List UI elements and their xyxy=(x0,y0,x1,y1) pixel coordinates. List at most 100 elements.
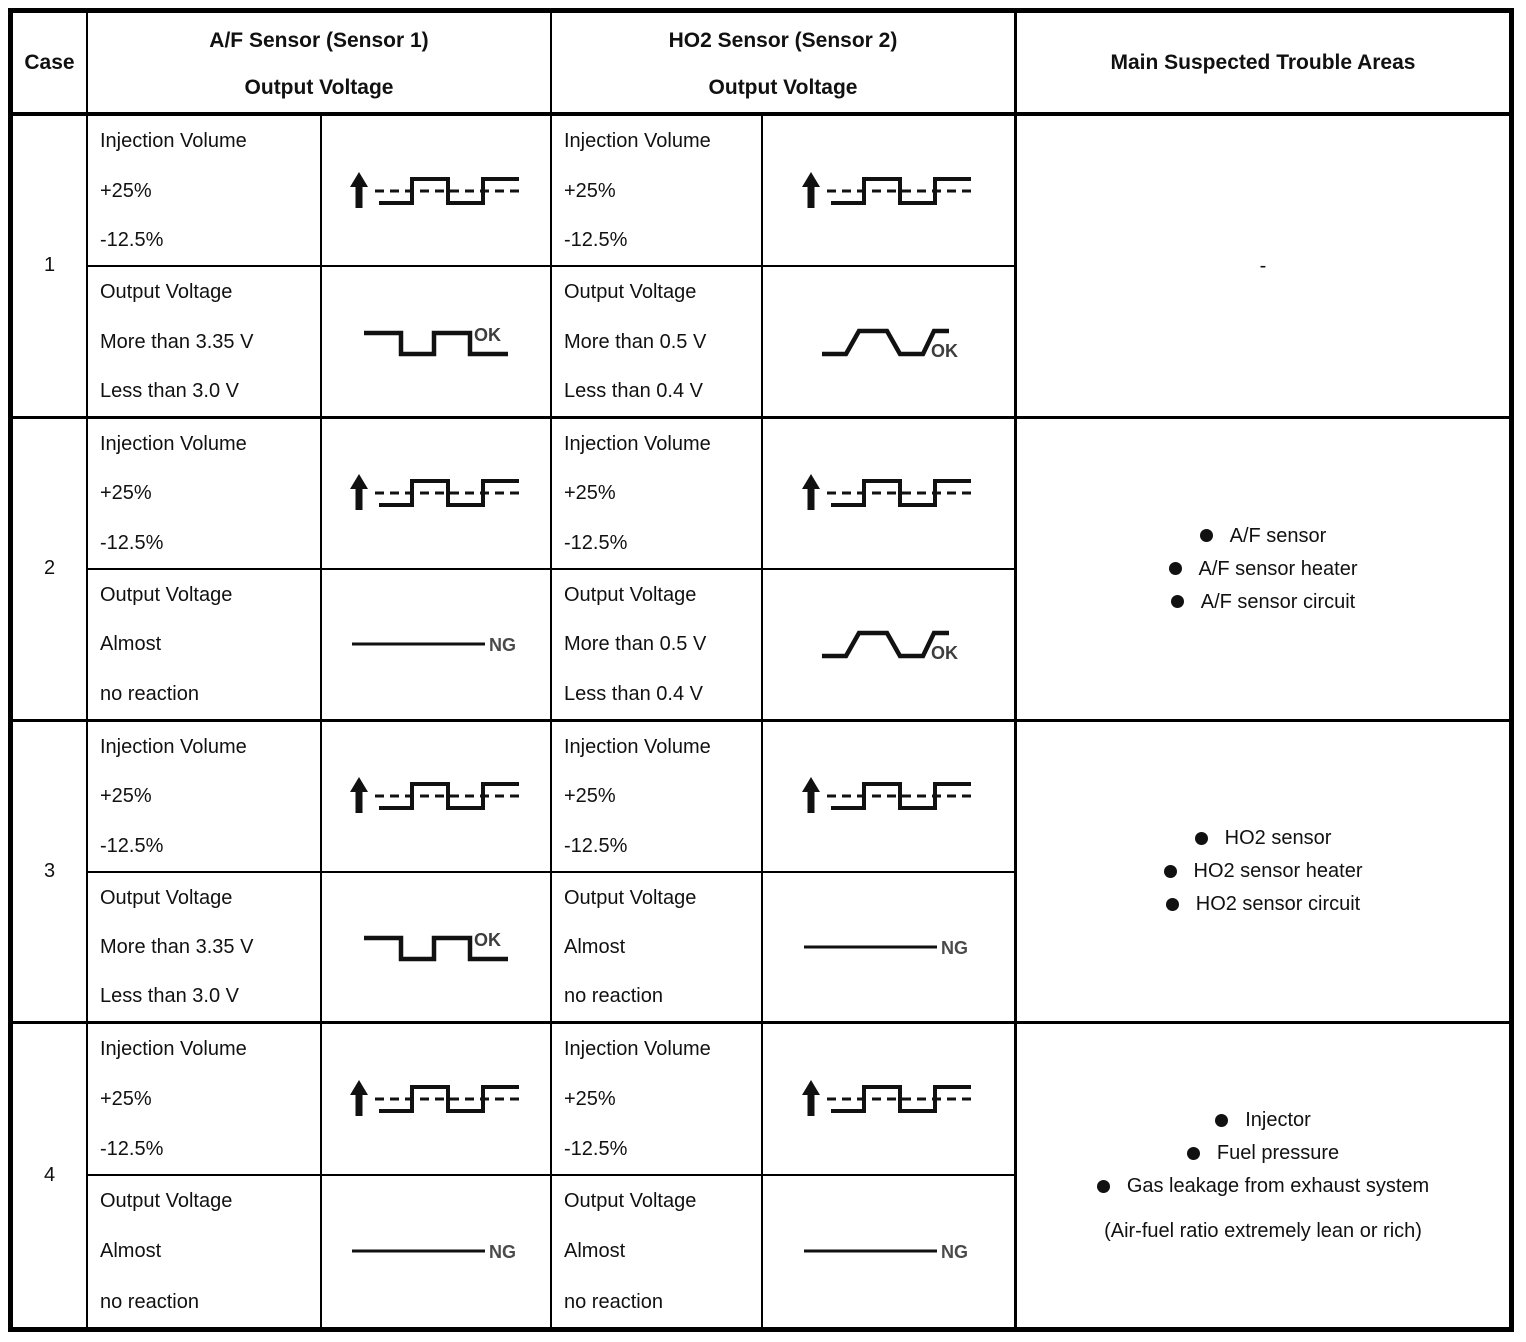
result-label: NG xyxy=(489,1242,516,1262)
result-label: NG xyxy=(941,1242,968,1262)
ho2-injection-volume-cell: Injection Volume +25% -12.5% xyxy=(552,418,763,571)
ho2-output-wave-cell: OK xyxy=(763,267,1017,419)
trouble-areas-cell: A/F sensor A/F sensor heater A/F sensor … xyxy=(1017,419,1509,722)
cell-line: -12.5% xyxy=(564,834,628,857)
result-label: NG xyxy=(941,938,968,958)
ok-square-wave-icon: OK xyxy=(364,930,508,962)
case-number: 1 xyxy=(13,116,88,419)
header-case: Case xyxy=(13,13,88,116)
ng-flat-line-icon: NG xyxy=(804,938,968,958)
bullet-icon xyxy=(1186,1146,1200,1160)
result-label: NG xyxy=(489,635,516,655)
trouble-item: Fuel pressure xyxy=(1186,1142,1340,1165)
bullet-icon xyxy=(1170,595,1184,609)
case-number: 4 xyxy=(13,1024,88,1327)
injection-volume-wave-icon xyxy=(349,474,521,511)
cell-line: -12.5% xyxy=(564,229,628,252)
trouble-item: HO2 sensor heater xyxy=(1163,860,1362,882)
cell-line: Injection Volume xyxy=(564,1038,711,1061)
trouble-item-label: HO2 sensor xyxy=(1224,827,1332,850)
up-arrow-icon xyxy=(802,171,820,208)
ok-trapezoid-wave-icon: OK xyxy=(821,328,958,361)
ho2-injection-wave-cell xyxy=(763,1024,1017,1176)
trouble-dash: - xyxy=(1259,254,1267,277)
trouble-item-label: HO2 sensor circuit xyxy=(1195,893,1361,916)
case-number: 3 xyxy=(13,721,88,1025)
ho2-injection-volume-cell: Injection Volume +25% -12.5% xyxy=(552,116,763,268)
trouble-areas-cell: Injector Fuel pressure Gas leakage from … xyxy=(1017,1024,1509,1327)
square-wave-line xyxy=(831,479,971,508)
ho2-output-voltage-cell: Output Voltage Almost no reaction xyxy=(552,872,763,1025)
ho2-injection-wave-cell xyxy=(763,116,1017,268)
cell-line: Less than 3.0 V xyxy=(100,985,239,1008)
header-af-title: A/F Sensor (Sensor 1) xyxy=(209,29,429,52)
square-wave-line xyxy=(364,330,508,356)
cell-line: Output Voltage xyxy=(564,1189,697,1212)
cell-line: Injection Volume xyxy=(100,1038,247,1061)
square-wave-line xyxy=(378,479,519,508)
bullet-icon xyxy=(1165,897,1179,911)
af-output-wave-cell: OK xyxy=(322,267,552,419)
up-arrow-icon xyxy=(349,171,368,208)
header-ho2-sensor: HO2 Sensor (Sensor 2) Output Voltage xyxy=(552,13,1017,116)
up-arrow-icon xyxy=(802,777,820,814)
ng-flat-line-icon: NG xyxy=(351,1242,516,1262)
up-arrow-icon xyxy=(802,474,820,511)
ho2-output-wave-cell: OK xyxy=(763,570,1017,722)
ng-flat-line-icon: NG xyxy=(804,1242,968,1262)
trouble-item: A/F sensor xyxy=(1199,524,1327,547)
trouble-areas-cell: - xyxy=(1017,116,1509,419)
square-wave-line xyxy=(831,782,971,811)
ho2-injection-wave-cell xyxy=(763,721,1017,873)
cell-line: More than 3.35 V xyxy=(100,936,254,959)
square-wave-line xyxy=(378,1084,519,1113)
up-arrow-icon xyxy=(349,777,368,814)
cell-line: Output Voltage xyxy=(564,584,697,607)
injection-volume-wave-icon xyxy=(349,1079,521,1116)
cell-line: no reaction xyxy=(564,1291,663,1313)
cell-line: +25% xyxy=(100,1087,152,1110)
cell-line: +25% xyxy=(100,179,152,202)
af-output-voltage-cell: Output Voltage Almost no reaction xyxy=(88,570,322,722)
square-wave-line xyxy=(831,1084,971,1113)
af-output-wave-cell: NG xyxy=(322,1175,552,1327)
af-injection-volume-cell: Injection Volume +25% -12.5% xyxy=(88,721,322,873)
trapezoid-wave-line xyxy=(821,328,949,356)
bullet-icon xyxy=(1168,562,1182,576)
cell-line: Injection Volume xyxy=(564,735,711,758)
trapezoid-wave-line xyxy=(821,631,949,659)
trouble-item-label: Fuel pressure xyxy=(1216,1142,1340,1165)
injection-volume-wave-icon xyxy=(349,777,521,814)
case-number: 2 xyxy=(13,418,88,722)
cell-line: +25% xyxy=(564,179,616,202)
cell-line: +25% xyxy=(100,482,152,505)
cell-line: Almost xyxy=(564,936,626,959)
bullet-icon xyxy=(1215,1113,1229,1127)
trouble-item: Injector xyxy=(1215,1109,1311,1131)
cell-line: +25% xyxy=(564,1087,616,1110)
af-injection-wave-cell xyxy=(322,721,552,873)
cell-line: Injection Volume xyxy=(564,130,711,152)
cell-line: no reaction xyxy=(100,682,199,705)
trouble-item-label: A/F sensor circuit xyxy=(1200,590,1356,613)
trouble-areas-cell: HO2 sensor HO2 sensor heater HO2 sensor … xyxy=(1017,722,1509,1025)
result-label: OK xyxy=(931,643,958,663)
up-arrow-icon xyxy=(349,474,368,511)
af-output-voltage-cell: Output Voltage More than 3.35 V Less tha… xyxy=(88,872,322,1025)
cell-line: Injection Volume xyxy=(100,735,247,758)
ng-flat-line-icon: NG xyxy=(351,635,516,655)
cell-line: no reaction xyxy=(100,1291,199,1313)
result-label: OK xyxy=(474,930,501,950)
injection-volume-wave-icon xyxy=(802,777,973,814)
af-injection-volume-cell: Injection Volume +25% -12.5% xyxy=(88,116,322,268)
trouble-item: HO2 sensor xyxy=(1194,827,1332,850)
cell-line: -12.5% xyxy=(100,229,164,252)
up-arrow-icon xyxy=(802,1079,820,1116)
trouble-item-label: A/F sensor xyxy=(1229,524,1327,547)
trouble-item-label: Injector xyxy=(1245,1109,1311,1132)
af-output-voltage-cell: Output Voltage More than 3.35 V Less tha… xyxy=(88,267,322,419)
cell-line: Injection Volume xyxy=(100,432,247,455)
header-trouble-areas: Main Suspected Trouble Areas xyxy=(1017,13,1509,116)
result-label: OK xyxy=(474,325,501,345)
